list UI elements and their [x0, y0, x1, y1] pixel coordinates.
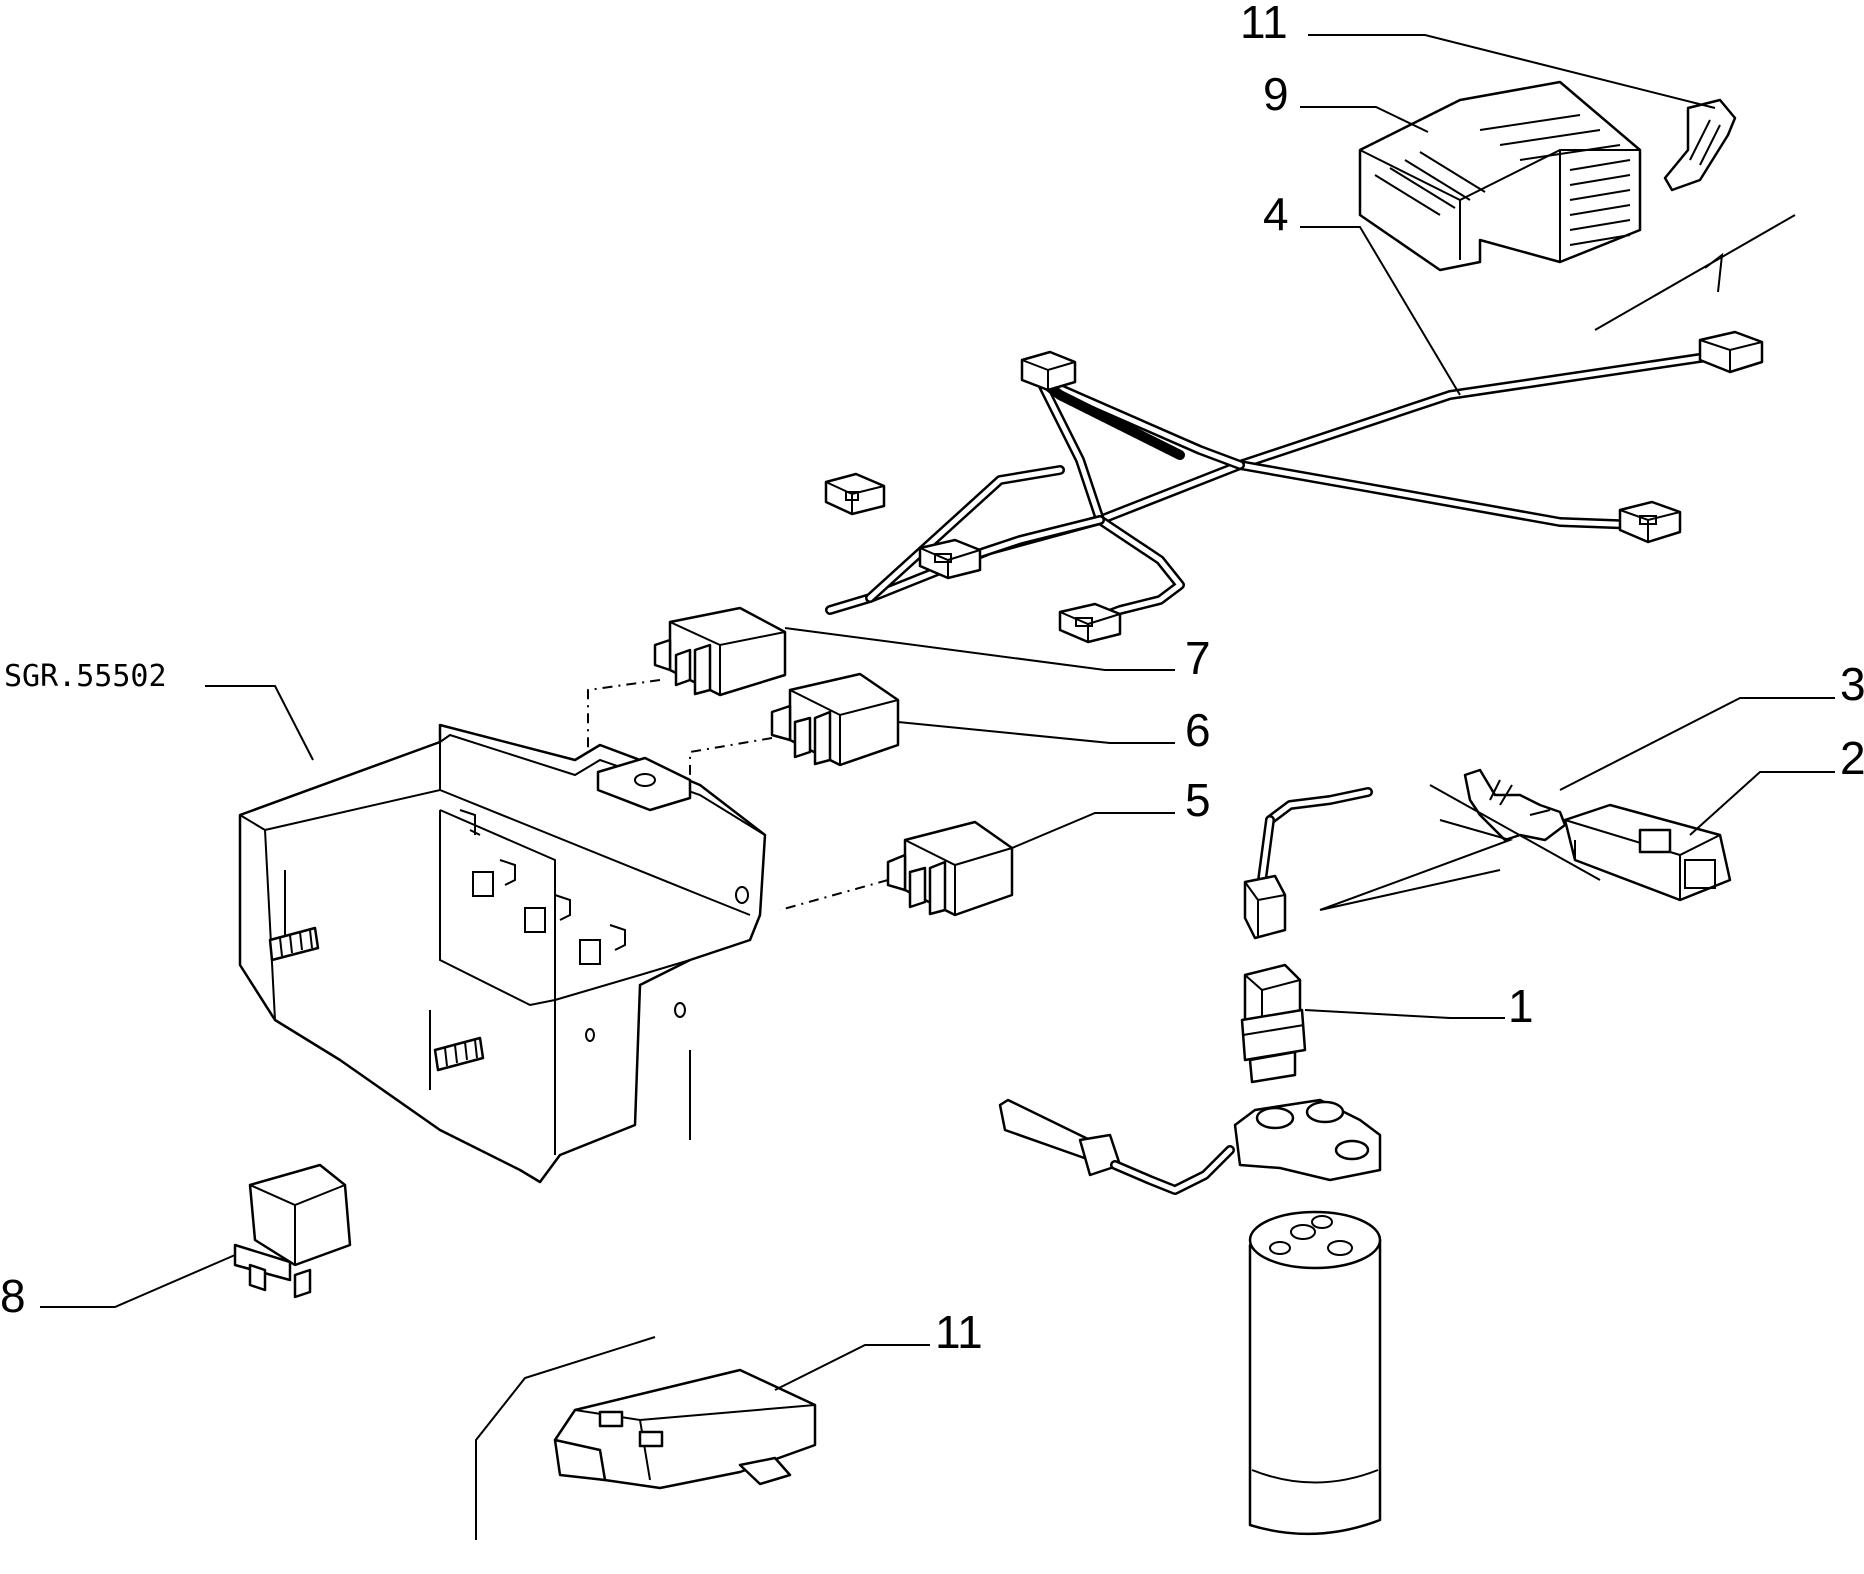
- callout-3: 3: [1840, 658, 1864, 710]
- guide-line-5: [779, 879, 889, 911]
- harness-connector-left[interactable]: [824, 472, 886, 516]
- leader-9: [1300, 106, 1429, 133]
- leader-11: [774, 1344, 930, 1391]
- gesture-line-bottom-left: [475, 1336, 656, 1540]
- part-2-connector-block[interactable]: [1563, 803, 1732, 902]
- callout-1: 1: [1508, 980, 1534, 1032]
- harness-connector-top-right[interactable]: [1698, 330, 1764, 374]
- callout-5: 5: [1185, 774, 1211, 826]
- leader-8: [40, 1254, 236, 1308]
- callout-2: 2: [1840, 732, 1864, 784]
- leader-ref: [205, 685, 314, 761]
- harness-connector-bottom[interactable]: [1058, 602, 1122, 644]
- callout-8: 8: [0, 1270, 26, 1322]
- relay-holder-bracket[interactable]: [238, 723, 767, 1184]
- leader-10: [1308, 34, 1716, 109]
- callout-10: 11: [1240, 0, 1288, 48]
- callout-11: 11: [935, 1306, 983, 1358]
- callout-7: 7: [1185, 632, 1211, 684]
- part-4-wiring-harness[interactable]: [824, 330, 1764, 644]
- callout-9: 9: [1263, 68, 1289, 120]
- guide-line-7: [587, 679, 661, 765]
- callout-4: 4: [1263, 188, 1289, 240]
- leader-5: [1011, 812, 1175, 849]
- part-10-terminal[interactable]: [1663, 98, 1737, 192]
- guide-line-6: [689, 737, 773, 800]
- part-8-relay[interactable]: [233, 1163, 352, 1299]
- mounting-stud-left: [268, 926, 320, 962]
- harness-connector-mid-left[interactable]: [918, 538, 982, 580]
- leader-3: [1559, 697, 1835, 791]
- leader-7: [784, 627, 1175, 671]
- harness-connector-right[interactable]: [1618, 500, 1682, 544]
- part-1-pressure-switch[interactable]: [1240, 787, 1373, 1084]
- part-5-relay[interactable]: [886, 820, 1014, 917]
- leader-6: [897, 721, 1175, 744]
- part-11-control-module[interactable]: [553, 1368, 817, 1490]
- part-7-relay[interactable]: [653, 606, 787, 697]
- harness-connector-top-left[interactable]: [1020, 350, 1077, 392]
- drawing-reference-label: SGR.55502: [4, 659, 167, 694]
- part-6-relay[interactable]: [770, 672, 900, 767]
- callout-6: 6: [1185, 704, 1211, 756]
- gesture-line-top-right: [1594, 214, 1796, 331]
- leader-1: [1304, 1009, 1505, 1019]
- gesture-line-mid-right: [1319, 784, 1601, 911]
- part-9-connector-housing[interactable]: [1358, 80, 1642, 272]
- receiver-drier-assembly[interactable]: [998, 1098, 1382, 1536]
- leader-4: [1300, 226, 1461, 396]
- leader-2: [1689, 771, 1835, 836]
- mounting-stud-right: [433, 1036, 485, 1072]
- part-3-terminal[interactable]: [1463, 768, 1567, 842]
